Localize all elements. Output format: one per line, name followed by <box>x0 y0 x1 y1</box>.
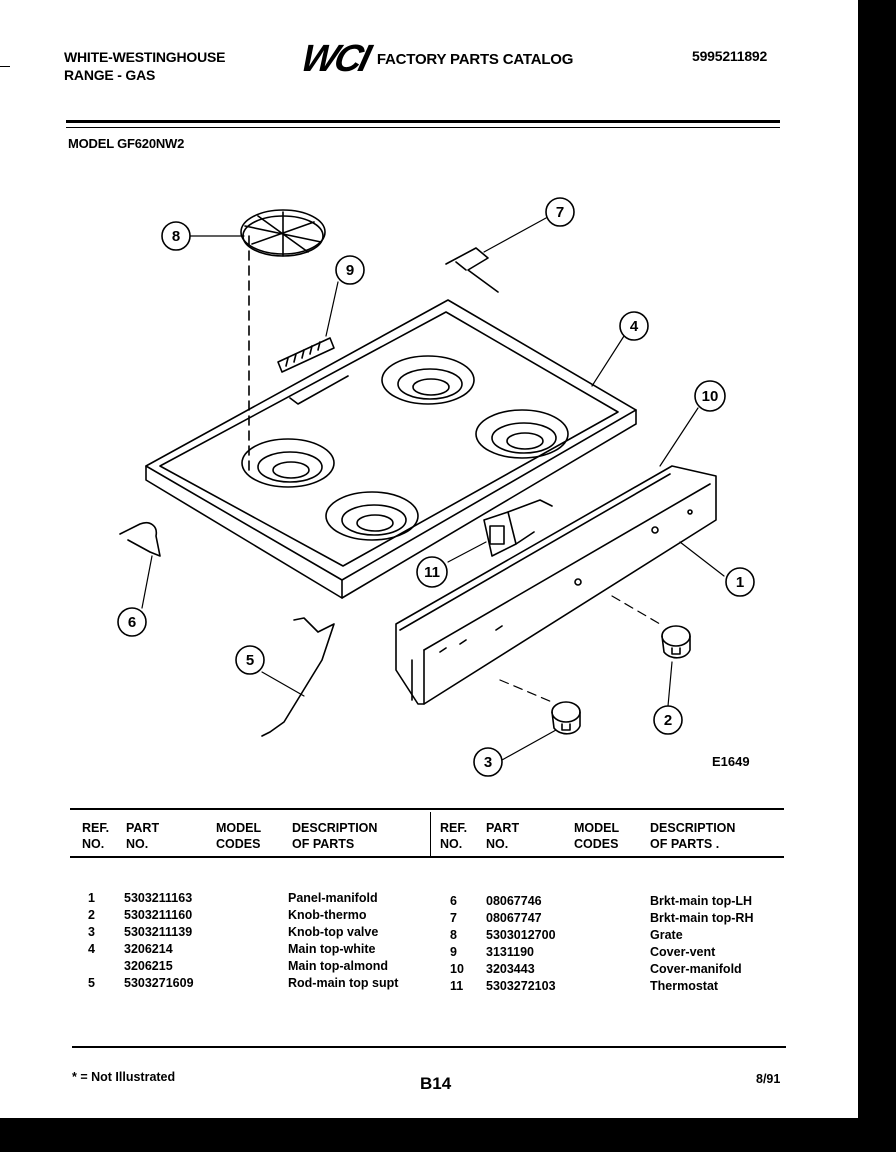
svg-text:2: 2 <box>664 712 672 729</box>
catalog-title: FACTORY PARTS CATALOG <box>376 51 574 68</box>
callout-2: 2 <box>653 705 683 735</box>
svg-text:4: 4 <box>630 318 639 335</box>
col-head-part-left: PART NO. <box>126 821 160 851</box>
catalog-header: WCI FACTORY PARTS CATALOG <box>297 38 574 81</box>
callout-11: 11 <box>416 556 448 588</box>
page-number: B14 <box>420 1074 452 1093</box>
figure-code: E1649 <box>712 754 750 769</box>
grate-drawing <box>240 209 326 477</box>
col-head-model-left: MODEL CODES <box>216 821 262 851</box>
col-head-desc-right: DESCRIPTION OF PARTS . <box>650 821 736 851</box>
callout-9: 9 <box>335 255 365 285</box>
brand-line-2: RANGE - GAS <box>64 67 156 83</box>
col-head-ref-left: REF. NO. <box>82 821 110 851</box>
model-number: MODEL GF620NW2 <box>68 136 185 151</box>
footnote: * = Not Illustrated <box>72 1070 176 1084</box>
svg-text:8: 8 <box>172 228 180 245</box>
knob-thermo-drawing <box>661 625 691 659</box>
callout-8: 8 <box>161 221 191 251</box>
brand-line-1: WHITE-WESTINGHOUSE <box>64 49 226 65</box>
svg-text:11: 11 <box>424 564 440 581</box>
col-head-ref-right: REF. NO. <box>440 821 468 851</box>
header-rule <box>66 120 780 123</box>
table-rule-bottom <box>72 1046 786 1048</box>
table-divider <box>430 812 431 856</box>
callout-7: 7 <box>545 197 575 227</box>
svg-text:10: 10 <box>702 388 719 405</box>
callout-10: 10 <box>694 380 726 412</box>
svg-text:6: 6 <box>128 614 136 631</box>
bracket-rh-drawing <box>445 247 499 293</box>
callout-4: 4 <box>619 311 649 341</box>
exploded-parts-diagram: 8 7 9 4 10 1 6 5 11 2 3 <box>117 197 755 777</box>
callout-1: 1 <box>725 567 755 597</box>
manifold-panel-drawing <box>395 465 717 705</box>
catalog-page: WHITE-WESTINGHOUSE RANGE - GAS WCI FACTO… <box>0 0 858 1118</box>
table-rule-top <box>70 808 784 810</box>
callout-6: 6 <box>117 607 147 637</box>
svg-text:1: 1 <box>736 574 744 591</box>
brand-header: WHITE-WESTINGHOUSE RANGE - GAS <box>64 48 225 84</box>
table-rule-header <box>70 856 784 858</box>
header-rule-thin <box>66 127 780 128</box>
callout-5: 5 <box>235 645 265 675</box>
callout-3: 3 <box>473 747 503 777</box>
knob-valve-drawing <box>551 701 581 735</box>
cover-vent-drawing <box>277 337 335 373</box>
callouts: 8 7 9 4 10 1 6 5 11 2 3 <box>117 197 755 777</box>
svg-text:3: 3 <box>484 754 492 771</box>
main-top-drawing <box>145 299 637 599</box>
catalog-date: 8/91 <box>756 1072 781 1086</box>
svg-text:7: 7 <box>556 204 564 221</box>
col-head-model-right: MODEL CODES <box>574 821 620 851</box>
col-head-part-right: PART NO. <box>486 821 520 851</box>
thermostat-drawing <box>483 499 553 557</box>
bracket-lh-drawing <box>119 521 161 557</box>
rod-drawing <box>261 617 335 737</box>
callout-leaders <box>141 217 725 761</box>
edge-mark <box>0 66 10 67</box>
col-head-desc-left: DESCRIPTION OF PARTS <box>292 821 378 851</box>
svg-text:5: 5 <box>246 652 254 669</box>
svg-text:9: 9 <box>346 262 354 279</box>
catalog-number: 5995211892 <box>692 48 768 64</box>
